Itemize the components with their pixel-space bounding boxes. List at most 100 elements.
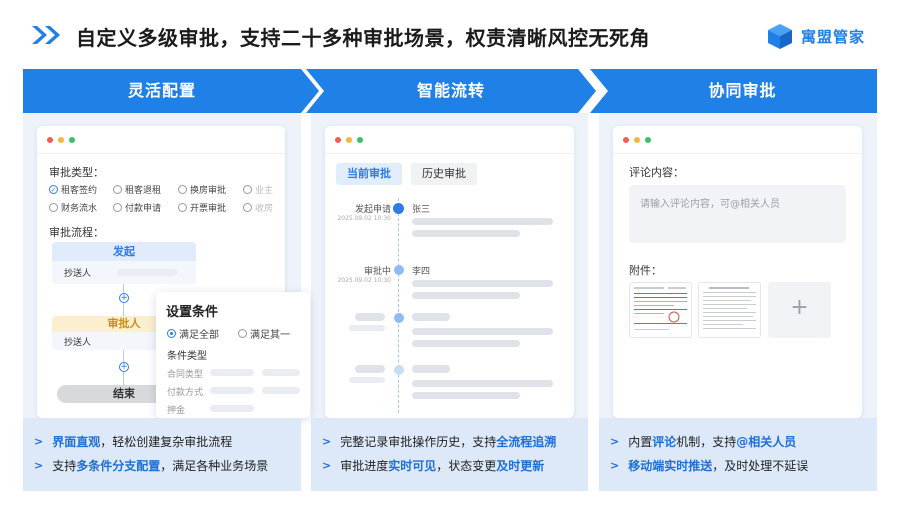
add-attachment-button[interactable]: + xyxy=(768,282,831,338)
feature-box-3: > 内置评论机制，支持@相关人员 > 移动端实时推送，及时处理不延误 xyxy=(599,418,877,491)
feature-highlight: 多条件分支配置 xyxy=(76,459,161,473)
chevron-right-icon: > xyxy=(34,435,44,448)
feature-text: 支持 xyxy=(52,459,77,473)
feature-box-2: > 完整记录审批操作历史，支持全流程追溯 > 审批进度实时可见，状态变更及时更新 xyxy=(311,418,588,491)
step-detail-bar xyxy=(412,328,553,335)
feature-highlight: 及时更新 xyxy=(496,459,545,473)
ribbon-flexible-config: 灵活配置 xyxy=(23,69,319,113)
document-preview-icon xyxy=(634,287,687,330)
type-option[interactable]: 收房 xyxy=(243,201,273,214)
step-detail-bar xyxy=(412,292,520,299)
step-detail-bar xyxy=(412,392,520,399)
type-option[interactable]: 开票审批 xyxy=(178,201,226,214)
flow-connector xyxy=(123,284,124,328)
attachment-label: 附件： xyxy=(629,264,662,277)
chevron-right-icon: > xyxy=(34,459,44,472)
start-node-title: 发起 xyxy=(52,242,196,261)
step-time: 2025.09.02 10:30 xyxy=(337,277,391,284)
feature-line: > 支持多条件分支配置，满足各种业务场景 xyxy=(34,457,268,474)
ribbon-shape xyxy=(590,69,877,113)
type-option[interactable]: 财务流水 xyxy=(49,201,97,214)
step-detail-bar xyxy=(412,218,553,225)
radio-icon xyxy=(238,329,247,338)
minimize-dot[interactable] xyxy=(58,137,64,143)
feature-text: 审批进度 xyxy=(340,459,389,473)
attachment-thumbnail-1[interactable] xyxy=(629,282,692,338)
ribbon-smart-flow: 智能流转 xyxy=(306,69,596,113)
maximize-dot[interactable] xyxy=(357,137,363,143)
attachment-thumbnail-2[interactable] xyxy=(698,282,761,338)
double-chevron-icon xyxy=(32,26,60,44)
match-all-option[interactable]: 满足全部 xyxy=(167,326,219,341)
cc-label: 抄送人 xyxy=(64,338,92,348)
comment-input[interactable]: 请输入评论内容，可@相关人员 xyxy=(629,185,846,243)
close-dot[interactable] xyxy=(47,137,53,143)
field-placeholder-bar xyxy=(262,387,300,394)
maximize-dot[interactable] xyxy=(69,137,75,143)
ribbon-label: 智能流转 xyxy=(416,81,485,100)
feature-highlight: 实时可见 xyxy=(388,459,437,473)
field-placeholder-bar xyxy=(210,369,254,376)
option-label: 满足其一 xyxy=(250,330,290,341)
minimize-dot[interactable] xyxy=(346,137,352,143)
option-label: 财务流水 xyxy=(61,204,98,214)
feature-line: > 移动端实时推送，及时处理不延误 xyxy=(610,457,808,474)
brand-name: 寓盟管家 xyxy=(801,27,866,46)
step-detail-bar xyxy=(412,340,520,347)
tab-current-approval[interactable]: 当前审批 xyxy=(336,163,402,185)
field-contract-type: 合同类型 xyxy=(167,370,204,380)
radio-icon xyxy=(243,203,252,212)
field-deposit: 押金 xyxy=(167,406,186,416)
match-any-option[interactable]: 满足其一 xyxy=(238,326,290,341)
document-preview-icon xyxy=(703,287,756,329)
window-controls xyxy=(47,137,75,143)
type-option-checked[interactable]: ✓租客签约 xyxy=(49,183,97,196)
step-person: 李四 xyxy=(412,267,431,277)
feature-line: > 完整记录审批操作历史，支持全流程追溯 xyxy=(322,433,556,450)
option-label: 业主 xyxy=(255,186,274,196)
radio-icon xyxy=(113,203,122,212)
option-label: 付款申请 xyxy=(125,204,162,214)
timeline-line xyxy=(398,198,399,413)
brand-logo: 寓盟管家 xyxy=(766,22,865,50)
step-person-placeholder xyxy=(412,313,450,321)
radio-icon xyxy=(49,203,58,212)
field-placeholder-bar xyxy=(210,387,254,394)
tab-history-approval[interactable]: 历史审批 xyxy=(411,163,477,185)
type-option[interactable]: 换房审批 xyxy=(178,183,226,196)
feature-text: 内置 xyxy=(628,435,653,449)
ribbon-label: 协同审批 xyxy=(708,81,777,100)
step-person-placeholder xyxy=(412,365,450,373)
cc-label: 抄送人 xyxy=(64,269,92,279)
type-option[interactable]: 付款申请 xyxy=(113,201,161,214)
field-placeholder-bar xyxy=(262,369,300,376)
approval-type-label: 审批类型： xyxy=(49,166,104,179)
type-option[interactable]: 业主 xyxy=(243,183,273,196)
option-label: 租客退租 xyxy=(125,186,162,196)
feature-highlight: 界面直观 xyxy=(52,435,101,449)
step-time-placeholder xyxy=(349,377,385,383)
step-time: 2025.09.02 10:30 xyxy=(337,215,391,222)
close-dot[interactable] xyxy=(623,137,629,143)
add-node-icon[interactable]: + xyxy=(119,362,129,372)
chevron-right-icon: > xyxy=(322,435,332,448)
maximize-dot[interactable] xyxy=(645,137,651,143)
comment-window: 评论内容： 请输入评论内容，可@相关人员 附件： xyxy=(613,126,862,418)
start-node-card[interactable]: 发起 抄送人 xyxy=(52,242,196,284)
add-node-icon[interactable]: + xyxy=(119,293,129,303)
chevron-right-icon: > xyxy=(610,435,620,448)
type-option[interactable]: 租客退租 xyxy=(113,183,161,196)
window-divider xyxy=(37,153,285,154)
feature-box-1: > 界面直观，轻松创建复杂审批流程 > 支持多条件分支配置，满足各种业务场景 xyxy=(23,418,301,491)
feature-highlight: 移动端实时推送 xyxy=(628,459,713,473)
window-divider xyxy=(325,153,574,154)
minimize-dot[interactable] xyxy=(634,137,640,143)
feature-text: 机制，支持 xyxy=(676,435,737,449)
option-label: 收房 xyxy=(255,204,274,214)
feature-highlight: @相关人员 xyxy=(736,435,797,449)
chevron-right-icon: > xyxy=(322,459,332,472)
close-dot[interactable] xyxy=(335,137,341,143)
window-divider xyxy=(613,153,862,154)
step-detail-bar xyxy=(412,280,553,287)
